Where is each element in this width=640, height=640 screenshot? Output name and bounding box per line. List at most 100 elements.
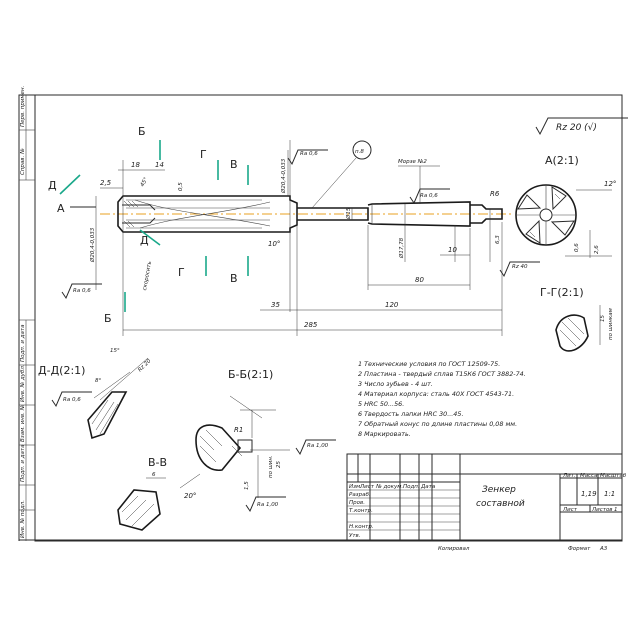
dim-80: 80 [415,276,424,284]
section-gg-title: Г-Г(2:1) [540,286,584,299]
tb-col-scale: Масштаб [600,473,627,479]
dim-2-5: 2,5 [100,179,112,187]
strip-label-5: Взам. инв. № [20,404,26,442]
bb-25: 25 [276,461,282,468]
dim-10: 10 [448,246,457,254]
title-block: Изм. Лист № докум. Подп. Дата Разраб. Пр… [346,453,627,552]
tb-list: Лист [359,484,375,490]
tb-sheets-count: 1 [614,507,618,513]
section-bb: Б-Б(2:1) R1 1,5 по шин. 25 20° Ra 1,00 R… [179,368,336,513]
label-v-top: В [230,158,238,171]
strip-label-7: Инв. № подл. [20,500,26,538]
taper-shank [367,201,471,227]
inner-frame [34,94,623,542]
strip-label-2: Справ. № [20,148,26,175]
section-vv: В-В 6 [117,456,167,531]
dim-dia-17: Ø17,78 [398,237,405,259]
section-bb-title: Б-Б(2:1) [228,368,273,381]
bb-20deg: 20° [184,492,196,500]
ra06-top: Ra 0,6 [300,151,318,157]
label-a: A [57,202,65,215]
dim-0-5: 0,5 [178,182,184,191]
note-7: 7 Обратный конус по длине пластины 0,08 … [358,420,517,428]
dim-r6: R6 [490,190,500,198]
section-gg: Г-Г(2:1) 15 по шинкам [540,286,614,352]
left-strip: Перв. примен. Справ. № Подп. и дата Инв.… [18,85,35,541]
general-roughness: Rz 20 (√) [535,117,628,136]
label-v-bottom: В [230,272,238,285]
general-roughness-value: Rz 20 (√) [556,122,597,133]
detail-0-6: 0,6 [574,243,580,252]
vv-dim-6: 6 [152,472,156,478]
label-d-bottom: Д [140,234,149,247]
note-5: 5 HRC 50...56. [358,400,404,408]
dim-35: 35 [271,301,280,309]
tb-copied: Копировал [438,546,470,552]
tb-date: Дата [420,484,436,490]
tb-tkontr: Т.контр. [349,508,373,514]
gg-side-note: по шинкам [608,308,614,340]
note-2: 2 Пластина - твердый сплав Т15К6 ГОСТ 38… [358,370,526,378]
technical-notes: 1 Технические условия по ГОСТ 12509-75. … [358,360,526,438]
ra06-shank: Ra 0,6 [420,193,438,199]
ra06-left: Ra 0,6 [73,288,91,294]
dim-285: 285 [304,321,318,329]
dim-45deg: 45° [140,176,150,188]
tb-name-line1: Зенкер [482,485,516,495]
tb-sheets: Листов [591,507,613,513]
tb-izm: Изм. [349,484,362,490]
tb-scale: 1:1 [604,490,615,498]
strip-label-1: Перв. примен. [20,85,26,127]
tb-doc: № докум. [375,484,403,490]
label-d-top: Д [48,179,57,192]
bb-axis-note: по шин. [268,455,274,478]
detail-a: А(2:1) 12° 0,6 2,6 [515,154,616,258]
dim-dia-15: Ø15 [345,207,352,220]
note-4: 4 Материал корпуса: сталь 40Х ГОСТ 4543-… [358,390,514,398]
tang [470,204,503,224]
dim-18: 18 [131,161,140,169]
gg-dim-15: 15 [600,315,606,322]
tb-format: Формат [568,546,591,552]
neck [297,207,369,221]
balloon-label: п.8 [355,149,364,155]
detail-a-title: А(2:1) [545,154,579,167]
dim-14: 14 [155,161,164,169]
bb-r1: R1 [234,426,243,434]
bb-ra100-b: Ra 1,00 [257,502,279,508]
label-b-bottom: Б [104,312,112,325]
centre-note: скоросить [142,261,153,291]
tb-razrab: Разраб. [349,492,371,498]
tb-format-val: А3 [599,546,608,552]
strip-label-3: Подп. и дата [20,324,26,362]
note-8: 8 Маркировать. [358,430,411,438]
tb-name-line2: составной [476,499,525,509]
dd-15deg: 15° [110,348,120,354]
bb-1-5: 1,5 [244,481,250,490]
tb-prov: Пров. [349,500,365,506]
note-1: 1 Технические условия по ГОСТ 12509-75. [358,360,500,368]
balloon-circle [352,140,372,160]
dim-120: 120 [385,301,399,309]
dim-dia-left: Ø20,4-0,033 [89,227,96,263]
tb-sheet: Лист [562,507,578,513]
rz40-tang: Rz 40 [512,264,528,270]
main-view: 285 120 35 80 10 18 14 2,5 45° 0,5 Ø20,4… [61,140,540,336]
bb-ra100-a: Ra 1,00 [307,443,329,449]
section-vv-title: В-В [148,456,167,469]
dim-6-3: 6,3 [495,235,501,244]
section-dd-title: Д-Д(2:1) [38,364,85,377]
strip-label-4: Инв. № дубл. [20,364,26,402]
tb-col-lit: Лит. [562,473,576,479]
strip-label-6: Подп. и дата [20,444,26,482]
tb-col-mass: Масса [580,473,598,479]
tb-mass: 1,19 [581,490,597,498]
morse-label: Морзе №2 [398,159,427,165]
tb-utv: Утв. [349,533,361,539]
label-g-top: Г [200,148,207,161]
dd-ra06: Ra 0,6 [63,397,81,403]
note-6: 6 Твердость лапки HRC 30...45. [358,410,463,418]
dim-dia-top: Ø20,4-0,033 [280,158,287,194]
dim-10deg: 10° [268,240,280,248]
